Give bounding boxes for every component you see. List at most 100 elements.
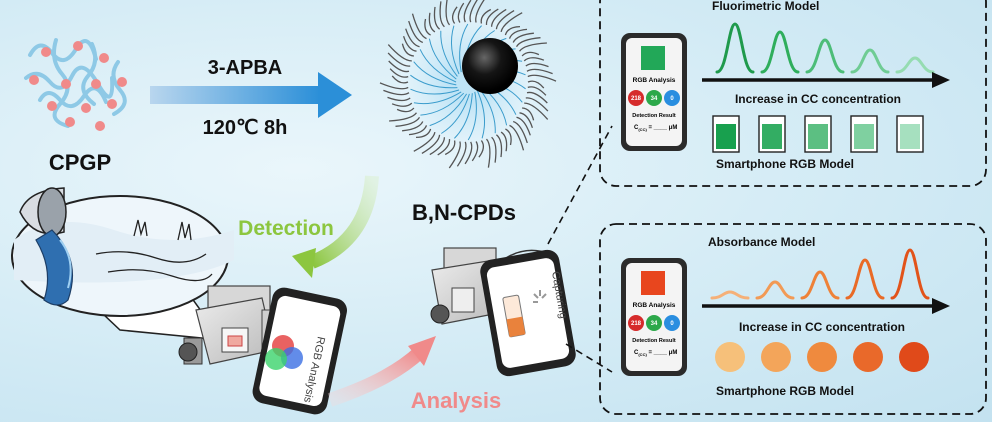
particle-strand — [526, 68, 553, 75]
fluorescence-peak — [715, 22, 755, 74]
detection-label: Detection — [238, 217, 334, 240]
particle-strand — [526, 91, 548, 104]
sample-vial-fill — [808, 124, 828, 149]
particle-strand — [444, 140, 456, 156]
detection-arrow-icon — [309, 175, 379, 269]
particle-strand — [389, 68, 409, 78]
absorbance-peaks — [710, 248, 930, 300]
particle-strand — [437, 139, 451, 156]
phone-r-value: 218 — [631, 321, 642, 327]
particle-strand — [451, 6, 458, 24]
particle-shell-line — [441, 93, 470, 134]
particle-strand — [523, 57, 545, 62]
particle-strand — [457, 2, 465, 23]
particle-shell-line — [429, 93, 468, 127]
particle-strand — [387, 96, 411, 102]
absorbance-peak — [755, 280, 795, 300]
phone-header: RGB Analysis — [633, 77, 676, 84]
particle-strand — [396, 107, 415, 113]
phone-g-value: 34 — [651, 321, 658, 327]
particle-shell-line — [450, 25, 460, 75]
particle-shell-line — [428, 38, 457, 80]
particle-strand — [495, 10, 515, 30]
particle-strand — [405, 28, 420, 48]
particle-strand — [512, 32, 534, 43]
sample-vial-icon — [502, 294, 526, 338]
particle-strand — [495, 134, 503, 158]
particle-strand — [408, 20, 424, 44]
fluorimetric-title: Fluorimetric Model — [712, 0, 819, 13]
phone-b-value: 0 — [670, 96, 674, 102]
particle-strand — [383, 89, 410, 96]
particle-shell-line — [476, 89, 486, 139]
particle-shell-line — [413, 61, 457, 86]
concentration-readout: C(CC) = ____ μM — [634, 350, 677, 357]
particle-strand — [413, 131, 436, 152]
particle-strand — [518, 42, 547, 52]
particle-strand — [524, 102, 549, 120]
particle-strand — [421, 134, 441, 154]
analysis-label: Analysis — [411, 388, 502, 413]
particle-strand — [519, 112, 534, 128]
particle-strand — [389, 112, 418, 122]
sample-vial-fill — [716, 124, 736, 149]
fluorimetric-vials — [712, 115, 924, 153]
particle-strand — [475, 0, 485, 23]
particle-strand — [516, 116, 531, 136]
absorbance-axis-label: Increase in CC concentration — [739, 320, 905, 334]
particle-strand — [411, 13, 427, 40]
fluorimetric-model-panel: Fluorimetric Model RGB Analysis 218 34 0… — [599, 0, 987, 187]
connector-line-top — [547, 125, 613, 245]
particle-strand — [527, 86, 547, 96]
particle-strand — [445, 0, 451, 26]
particle-strand — [478, 140, 485, 158]
particle-strand — [512, 120, 528, 144]
particle-strand — [471, 141, 479, 162]
particle-strand — [402, 36, 417, 52]
particle-strand — [525, 97, 549, 112]
cpd-particle-icon — [379, 0, 557, 169]
particle-strand — [456, 141, 467, 167]
particle-strand — [490, 8, 507, 27]
precursor-label: CPGP — [49, 150, 111, 175]
water-sample-scene — [11, 187, 234, 341]
particle-strand — [448, 141, 461, 169]
particle-shell-line — [419, 49, 457, 83]
particle-strand — [527, 74, 557, 82]
phone-b-value: 0 — [670, 321, 674, 327]
particle-strand — [429, 137, 446, 156]
absorbance-model-panel: Absorbance Model RGB Analysis 218 34 0 D… — [599, 223, 987, 415]
phone-header: RGB Analysis — [633, 302, 676, 309]
particle-strand — [391, 102, 413, 107]
absorbance-subtitle: Smartphone RGB Model — [716, 384, 854, 398]
particle-strand — [463, 0, 472, 23]
concentration-axis-arrow-bottom — [702, 298, 950, 314]
absorbance-color-dot — [899, 342, 929, 372]
absorbance-peak — [845, 258, 885, 300]
fluorimetric-subtitle: Smartphone RGB Model — [716, 157, 854, 171]
particle-strand — [491, 136, 497, 163]
detection-arrowhead-icon — [292, 248, 316, 278]
particle-strand — [415, 128, 432, 139]
condition-label: 120℃ 8h — [203, 117, 288, 139]
result-color-swatch — [641, 46, 665, 70]
fluorescence-peak — [760, 30, 800, 74]
connector-line-bottom — [565, 343, 613, 373]
particle-strand — [379, 82, 409, 90]
particle-strand — [485, 138, 491, 168]
particle-strand — [525, 62, 549, 68]
particle-strand — [527, 80, 545, 89]
particle-strand — [439, 1, 445, 28]
particle-strand — [402, 121, 424, 132]
concentration-axis-arrow-top — [702, 72, 950, 88]
phone-result-label: Detection Result — [632, 338, 676, 344]
particle-strand — [480, 8, 492, 24]
smartphone-left: RGB Analysis — [252, 287, 347, 415]
particle-strand — [428, 12, 436, 33]
loading-spinner-icon — [533, 290, 547, 303]
fluorescence-peak — [850, 48, 890, 74]
phone-result-label: Detection Result — [632, 113, 676, 119]
concentration-readout: C(CC) = ____ μM — [634, 125, 677, 132]
